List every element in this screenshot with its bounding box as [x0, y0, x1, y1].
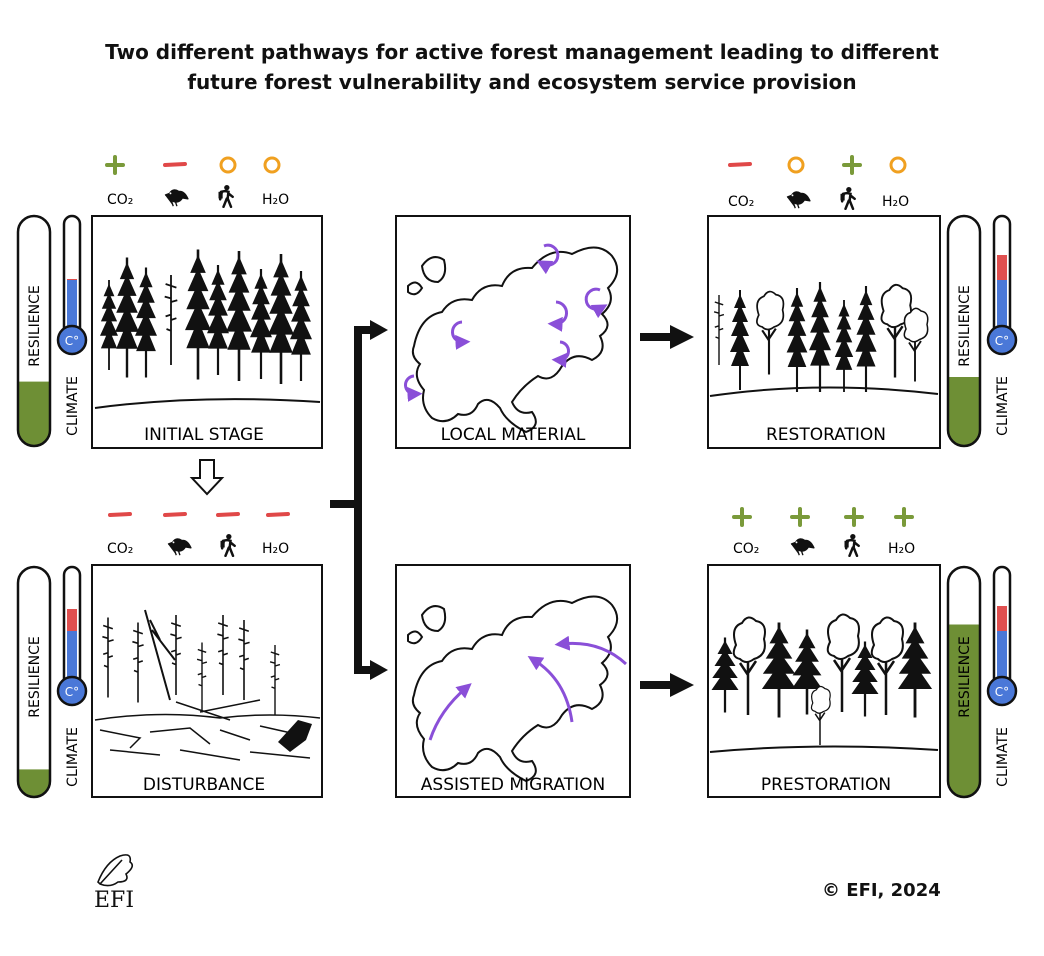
sign-minus [110, 514, 130, 515]
co2-label: CO₂ [107, 192, 133, 208]
celsius-label: C° [65, 685, 79, 699]
indicator-row-initial: CO₂ H₂O [107, 185, 289, 208]
sign-neutral [265, 158, 279, 172]
hiker-icon [845, 534, 859, 556]
climate-label: CLIMATE [65, 727, 81, 787]
resilience-gauge: RESILIENCE [18, 216, 50, 446]
sign-plus [844, 157, 860, 173]
resilience-gauge: RESILIENCE [948, 567, 980, 797]
stage-initial: CO₂ H₂O INITIAL STAGE RESILIENCE C° CLIMAT… [18, 157, 322, 448]
gauges-disturbance: RESILIENCE C° CLIMATE [18, 567, 86, 797]
stage-prestoration: CO₂ H₂O PRESTORATION RESILIENCE C° CLIMATE [708, 509, 1016, 797]
bird-icon [165, 190, 188, 206]
resilience-gauge: RESILIENCE [948, 216, 980, 446]
climate-label: CLIMATE [65, 376, 81, 436]
gauges-initial: RESILIENCE C° CLIMATE [18, 216, 86, 446]
sign-minus [218, 514, 238, 515]
hiker-icon [221, 534, 235, 556]
sign-minus [165, 514, 185, 515]
resilience-label: RESILIENCE [957, 636, 973, 717]
bird-icon [791, 539, 814, 555]
forward-arrows [640, 325, 694, 697]
stage-assisted-migration: ASSISTED MIGRATION [396, 565, 630, 797]
branch-arrows [330, 320, 388, 680]
indicator-row-disturbance: CO₂ H₂O [107, 534, 289, 557]
signs-restoration [730, 157, 905, 173]
sign-minus [730, 164, 750, 165]
efi-logo-leaf [98, 855, 132, 886]
hiker-icon [841, 187, 855, 209]
efi-logo-text: EFI [94, 888, 134, 913]
climate-warm-fill [67, 279, 77, 280]
resilience-label: RESILIENCE [27, 285, 43, 366]
panel-frame-local-material [396, 216, 630, 448]
climate-warm-fill [997, 255, 1007, 280]
signs-prestoration [734, 509, 912, 525]
climate-warm-fill [997, 606, 1007, 631]
climate-label: CLIMATE [995, 727, 1011, 787]
indicator-row-prestoration: CO₂ H₂O [733, 534, 915, 557]
label-restoration: RESTORATION [766, 425, 886, 445]
copyright: © EFI, 2024 [822, 880, 941, 901]
h2o-label: H₂O [882, 194, 909, 210]
label-prestoration: PRESTORATION [761, 775, 891, 795]
bird-icon [787, 192, 810, 208]
sign-plus [107, 157, 123, 173]
celsius-label: C° [995, 685, 1009, 699]
label-initial-stage: INITIAL STAGE [144, 425, 264, 445]
co2-label: CO₂ [728, 194, 754, 210]
panel-frame-disturbance [92, 565, 322, 797]
stage-disturbance: CO₂ H₂O DISTURBANCE RESILIENCE C° CLIMATE [18, 514, 322, 797]
sign-plus [846, 509, 862, 525]
down-arrow [192, 460, 222, 494]
sign-plus [792, 509, 808, 525]
celsius-label: C° [995, 334, 1009, 348]
h2o-label: H₂O [262, 541, 289, 557]
sign-neutral [891, 158, 905, 172]
label-local-material: LOCAL MATERIAL [441, 425, 586, 445]
bird-icon [168, 539, 191, 555]
resilience-fill [18, 382, 50, 446]
hiker-icon [219, 185, 233, 207]
sign-minus [268, 514, 288, 515]
co2-label: CO₂ [733, 541, 759, 557]
h2o-label: H₂O [888, 541, 915, 557]
climate-gauge: C° CLIMATE [58, 567, 86, 787]
climate-label: CLIMATE [995, 376, 1011, 436]
celsius-label: C° [65, 334, 79, 348]
climate-warm-fill [67, 609, 77, 631]
panel-frame-assisted-migration [396, 565, 630, 797]
resilience-fill [948, 377, 980, 446]
sign-neutral [789, 158, 803, 172]
h2o-label: H₂O [262, 192, 289, 208]
indicator-row-restoration: CO₂ H₂O [728, 187, 909, 210]
sign-minus [165, 164, 185, 165]
resilience-label: RESILIENCE [27, 636, 43, 717]
sign-plus [734, 509, 750, 525]
label-assisted-migration: ASSISTED MIGRATION [421, 775, 605, 795]
label-disturbance: DISTURBANCE [143, 775, 265, 795]
sign-plus [896, 509, 912, 525]
signs-disturbance [110, 514, 288, 515]
signs-initial [107, 157, 279, 173]
gauges-restoration: RESILIENCE C° CLIMATE [948, 216, 1016, 446]
resilience-label: RESILIENCE [957, 285, 973, 366]
stage-local-material: LOCAL MATERIAL [396, 216, 630, 448]
climate-gauge: C° CLIMATE [58, 216, 86, 436]
climate-gauge: C° CLIMATE [988, 216, 1016, 436]
climate-gauge: C° CLIMATE [988, 567, 1016, 787]
co2-label: CO₂ [107, 541, 133, 557]
resilience-gauge: RESILIENCE [18, 567, 50, 797]
stage-restoration: CO₂ H₂O RESTORATION RESILIENCE C° CLIMATE [708, 157, 1016, 448]
gauges-prestoration: RESILIENCE C° CLIMATE [948, 567, 1016, 797]
sign-neutral [221, 158, 235, 172]
